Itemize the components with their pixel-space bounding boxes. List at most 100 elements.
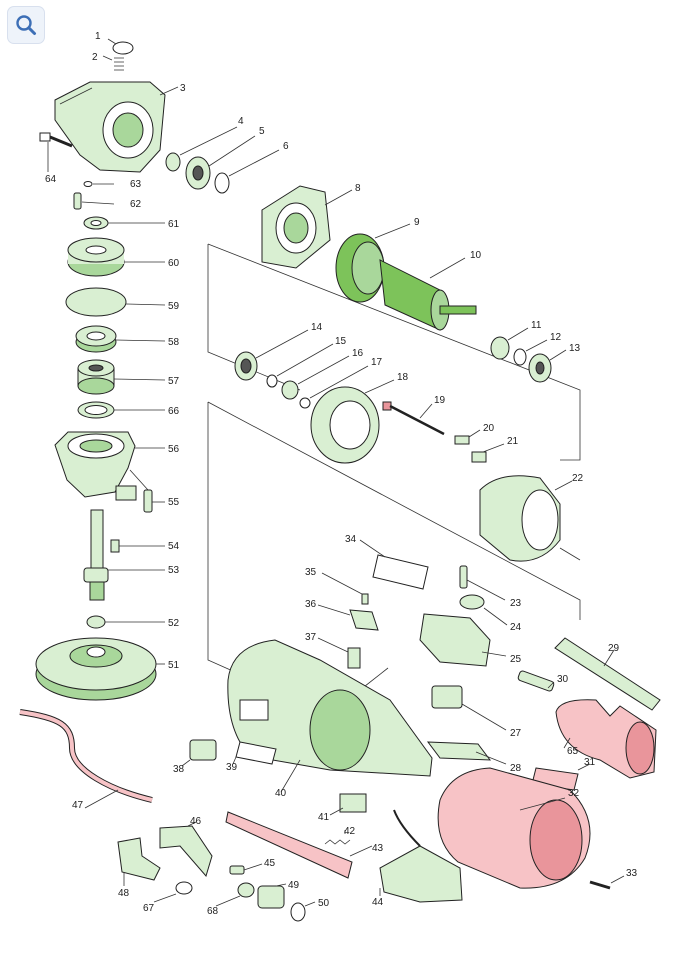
part-number-40: 40 [275,788,287,799]
part-6-washer [214,149,280,194]
part-4-retaining-ring [165,126,238,172]
part-48-valve [117,837,161,886]
part-number-67: 67 [143,903,155,914]
part-11-insulation-washer [490,327,529,360]
part-28-switch-bracket [426,741,507,765]
part-number-14: 14 [311,322,323,333]
part-number-39: 39 [226,762,238,773]
part-number-62: 62 [130,199,142,210]
part-39-label [232,741,277,765]
part-63-ring [83,181,114,187]
part-number-8: 8 [355,183,361,194]
part-number-48: 48 [118,888,130,899]
part-34-label [359,539,429,590]
part-number-42: 42 [344,826,356,837]
part-number-16: 16 [352,348,364,359]
part-1-cap [107,38,134,55]
part-number-13: 13 [569,343,581,354]
part-33-screw [589,875,625,890]
part-49-nipple [257,883,287,909]
part-number-51: 51 [168,660,180,671]
part-number-65: 65 [567,746,579,757]
part-61-lock-washer [83,216,165,230]
part-number-25: 25 [510,654,522,665]
part-13-ball-bearing [528,349,567,383]
part-number-37: 37 [305,632,317,643]
part-12-ring [513,339,548,366]
part-number-43: 43 [372,843,384,854]
part-51-rubber-pad [35,637,165,701]
part-number-52: 52 [168,618,180,629]
part-43-switch-lever [225,811,373,879]
part-number-63: 63 [130,179,142,190]
part-37-carbon-brush [317,637,361,669]
part-19-screw [382,401,445,436]
part-25-switch [419,613,507,667]
part-68-washer [215,882,255,907]
part-number-29: 29 [608,643,620,654]
part-number-53: 53 [168,565,180,576]
part-66-ring [77,401,165,419]
part-10-armature [379,257,477,331]
part-number-28: 28 [510,763,522,774]
part-50-o-ring [290,901,316,922]
part-27-switch-button [431,685,507,731]
part-35-screw [321,572,369,605]
part-57-ball-bearing [77,359,166,395]
part-17-ring [299,365,369,409]
part-number-55: 55 [168,497,180,508]
part-number-45: 45 [264,858,276,869]
part-21-brush-holder [471,443,505,463]
part-number-59: 59 [168,301,180,312]
part-59-felt-disc [65,287,166,317]
part-44-cable-assy [379,809,463,903]
part-number-64: 64 [45,174,57,185]
part-number-21: 21 [507,436,519,447]
part-67-ring [153,881,193,903]
search-button[interactable] [8,7,44,43]
part-number-5: 5 [259,126,265,137]
part-62-pin [73,192,115,210]
part-number-49: 49 [288,880,300,891]
part-number-32: 32 [568,788,580,799]
part-number-19: 19 [434,395,446,406]
part-40-motor-housing [227,639,433,793]
part-9-fan [335,223,411,303]
part-number-66: 66 [168,406,180,417]
part-number-46: 46 [190,816,202,827]
part-14-bearing [234,329,309,381]
part-5-ball-bearing [185,135,256,190]
assembly-guide-lines [207,243,581,691]
part-number-58: 58 [168,337,180,348]
part-number-38: 38 [173,764,185,775]
part-number-labels: 1 2 3 4 5 6 8 9 10 11 12 13 14 15 16 17 … [45,31,638,917]
part-46-bracket [159,821,213,878]
part-number-10: 10 [470,250,482,261]
part-3-gear-housing [54,81,179,173]
part-53-spindle [83,509,165,601]
part-number-34: 34 [345,534,357,545]
part-number-56: 56 [168,444,180,455]
part-number-17: 17 [371,357,383,368]
part-number-1: 1 [95,31,101,42]
part-number-11: 11 [531,320,542,331]
part-29-cord-guard [554,637,661,711]
part-47-hose [19,709,153,809]
part-number-68: 68 [207,906,219,917]
part-38-cap [181,739,217,767]
part-58-bearing-box [75,325,166,353]
part-22-field [479,475,573,562]
part-number-61: 61 [168,219,180,230]
part-number-4: 4 [238,116,244,127]
part-45-screw [229,863,263,875]
part-56-bearing-box [54,431,165,501]
part-number-22: 22 [572,473,584,484]
part-number-6: 6 [283,141,289,152]
part-41-strain-relief [329,793,367,816]
part-number-27: 27 [510,728,522,739]
part-number-20: 20 [483,423,495,434]
part-60-bevel-gear [67,237,165,277]
part-20-brush-holder [454,429,481,445]
part-52-inner-flange [86,615,165,629]
